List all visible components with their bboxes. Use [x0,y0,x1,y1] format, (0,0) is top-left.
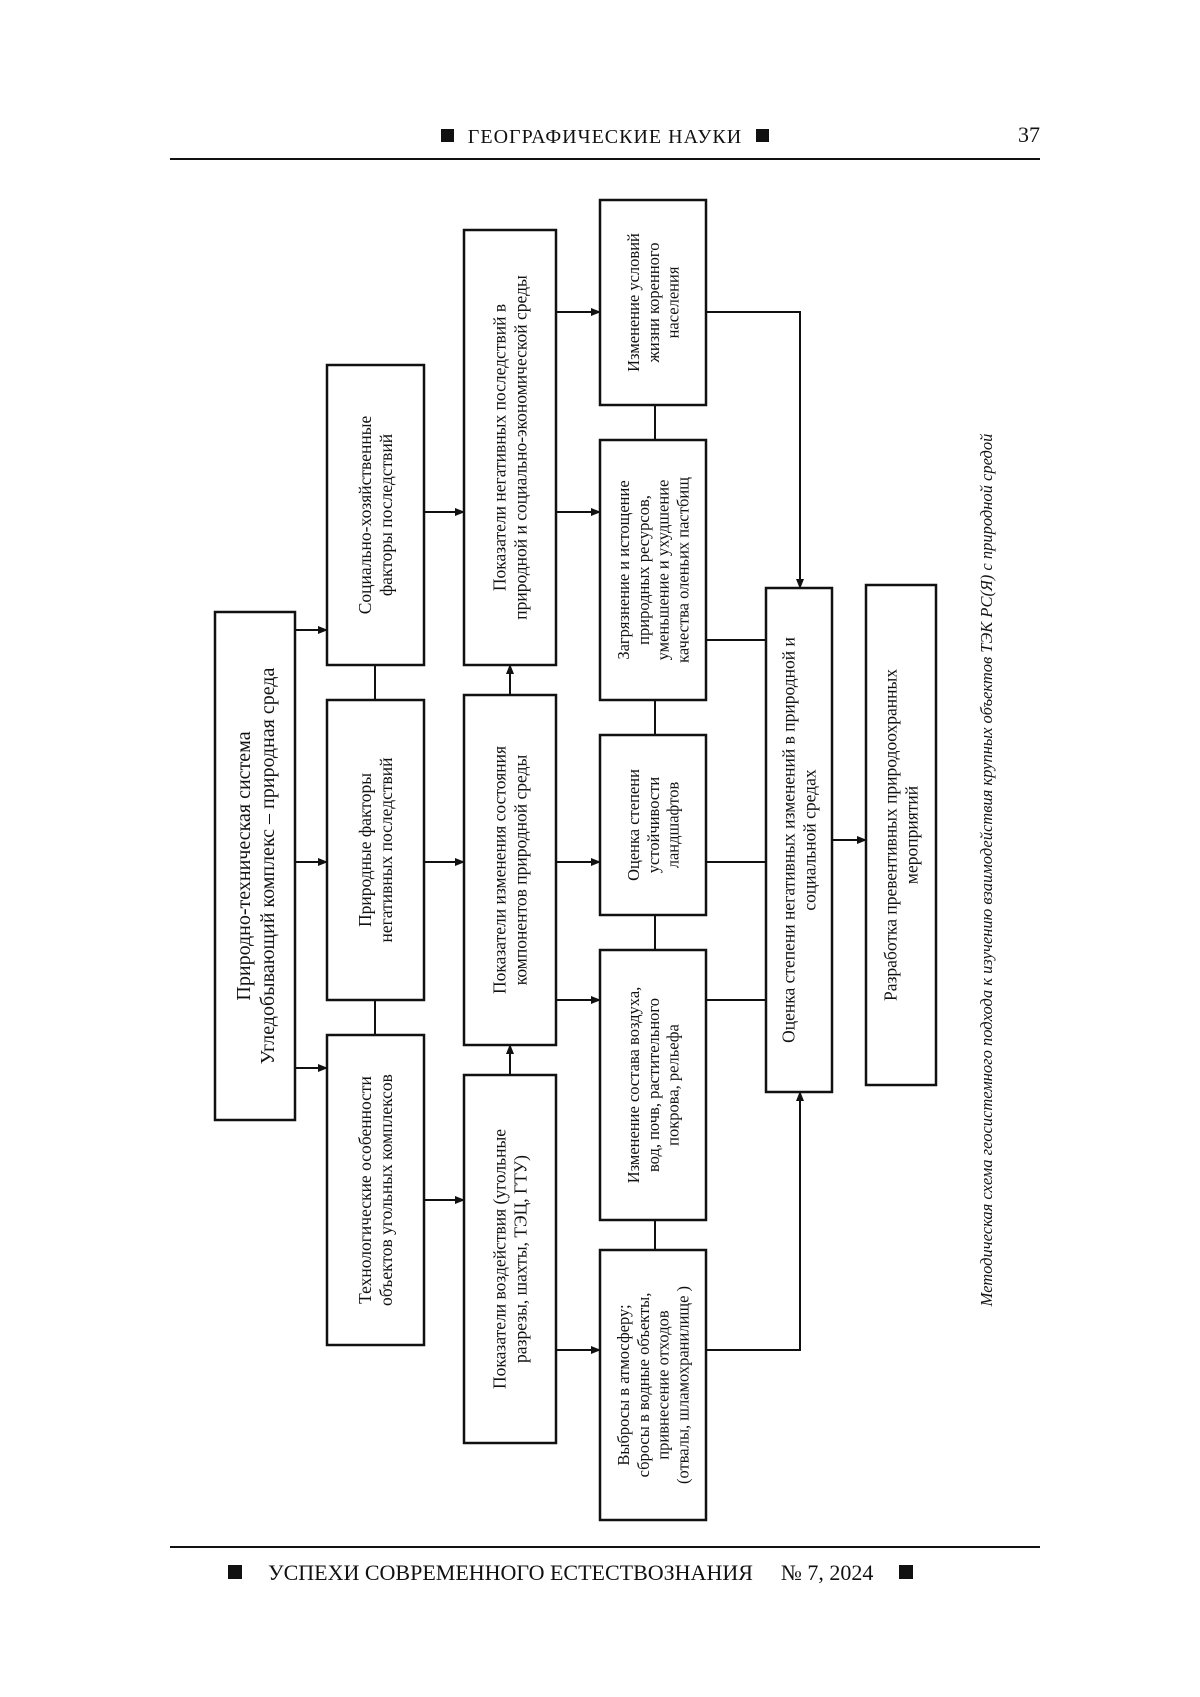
box-label-line: негативных последствий [376,757,396,942]
box-label-line: сбросы в водные объекты, [634,1293,653,1478]
box-label: Природные факторынегативных последствий [355,757,396,942]
box-pollution: Загрязнение и истощениеприродных ресурсо… [600,440,706,700]
box-label: Показатели воздействия (угольныеразрезы,… [490,1129,531,1389]
box-label-line: Оценка степени негативных изменений в пр… [779,637,799,1043]
box-label: Социально-хозяйственныефакторы последств… [355,416,396,615]
box-label-line: населения [664,266,683,338]
box-label-line: покрова, рельефа [664,1024,683,1146]
box-label-line: Загрязнение и истощение [614,480,633,659]
box-label: Загрязнение и истощениеприродных ресурсо… [614,477,692,663]
square-bullet-icon [228,1565,242,1579]
box-system: Природно-техническая системаУгледобывающ… [215,612,295,1120]
box-label-line: Технологические особенности [355,1076,375,1304]
box-social-factors: Социально-хозяйственныефакторы последств… [327,365,424,665]
box-impact-indicators: Показатели воздействия (угольныеразрезы,… [464,1075,556,1443]
journal-title: УСПЕХИ СОВРЕМЕННОГО ЕСТЕСТВОЗНАНИЯ [268,1560,753,1585]
box-tech-features: Технологические особенностиобъектов угол… [327,1035,424,1345]
box-label-line: разрезы, шахты, ТЭЦ, ГТУ) [511,1155,531,1363]
box-label: Показатели изменения состояниякомпоненто… [490,746,531,994]
issue-number: № 7, 2024 [781,1560,874,1585]
box-label: Оценка степениустойчивостиландшафтов [624,769,683,881]
box-label-line: Разработка превентивных природоохранных [881,669,901,1001]
box-label-line: ландшафтов [664,782,683,869]
footer-rule [170,1546,1040,1548]
box-measures: Разработка превентивных природоохранныхм… [866,585,936,1085]
box-label: Выбросы в атмосферу;сбросы в водные объе… [614,1286,692,1484]
box-label-line: Угледобывающий комплекс – природная сред… [257,668,279,1065]
figure-caption: Методическая схема геосистемного подхода… [977,330,997,1410]
box-label-line: Природно-техническая система [233,731,255,1000]
box-label-line: уменьшение и ухудшение [654,480,673,661]
box-assessment: Оценка степени негативных изменений в пр… [766,588,832,1092]
box-label-line: качества оленьих пастбищ [674,477,693,663]
box-label-line: Показатели негативных последствий в [490,304,510,591]
box-natural-factors: Природные факторынегативных последствий [327,700,424,1000]
box-label-line: мероприятий [902,786,922,884]
box-label: Показатели негативных последствий вприро… [490,275,531,620]
box-label-line: привнесение отходов [654,1310,673,1460]
box-label-line: устойчивости [644,777,663,874]
box-living-conditions: Изменение условийжизни коренногонаселени… [600,200,706,405]
figure-caption-container: Методическая схема геосистемного подхода… [969,330,1005,1410]
box-label-line: Природные факторы [355,773,375,927]
box-label-line: Показатели изменения состояния [490,746,510,994]
box-label-line: факторы последствий [376,434,396,596]
box-label-line: социальной средах [800,769,820,910]
box-label-line: природных ресурсов, [634,495,653,645]
square-bullet-icon [899,1565,913,1579]
box-label-line: Изменение условий [624,233,643,372]
box-label-line: компонентов природной среды [511,755,531,986]
box-landscape-stability: Оценка степениустойчивостиландшафтов [600,735,706,915]
box-label-line: Социально-хозяйственные [355,416,375,615]
box-label-line: Показатели воздействия (угольные [490,1129,510,1389]
box-negative-indicators: Показатели негативных последствий вприро… [464,230,556,665]
box-label-line: Выбросы в атмосферу; [614,1304,633,1465]
box-label-line: объектов угольных комплексов [376,1074,396,1306]
box-label-line: природной и социально-экономической сред… [511,275,531,620]
box-label-line: жизни коренного [644,242,663,363]
page-footer: УСПЕХИ СОВРЕМЕННОГО ЕСТЕСТВОЗНАНИЯ № 7, 2… [170,1560,1040,1586]
box-frame [215,612,295,1120]
box-emissions: Выбросы в атмосферу;сбросы в водные объе… [600,1250,706,1520]
box-label: Технологические особенностиобъектов угол… [355,1074,396,1306]
box-label-line: Изменение состава воздуха, [624,987,643,1184]
box-state-indicators: Показатели изменения состояниякомпоненто… [464,695,556,1045]
box-label-line: Оценка степени [624,769,643,881]
box-composition-change: Изменение состава воздуха,вод, почв, рас… [600,950,706,1220]
box-label-line: вод, почв, растительного [644,998,663,1172]
box-label-line: (отвалы, шламохранилище ) [674,1286,693,1484]
